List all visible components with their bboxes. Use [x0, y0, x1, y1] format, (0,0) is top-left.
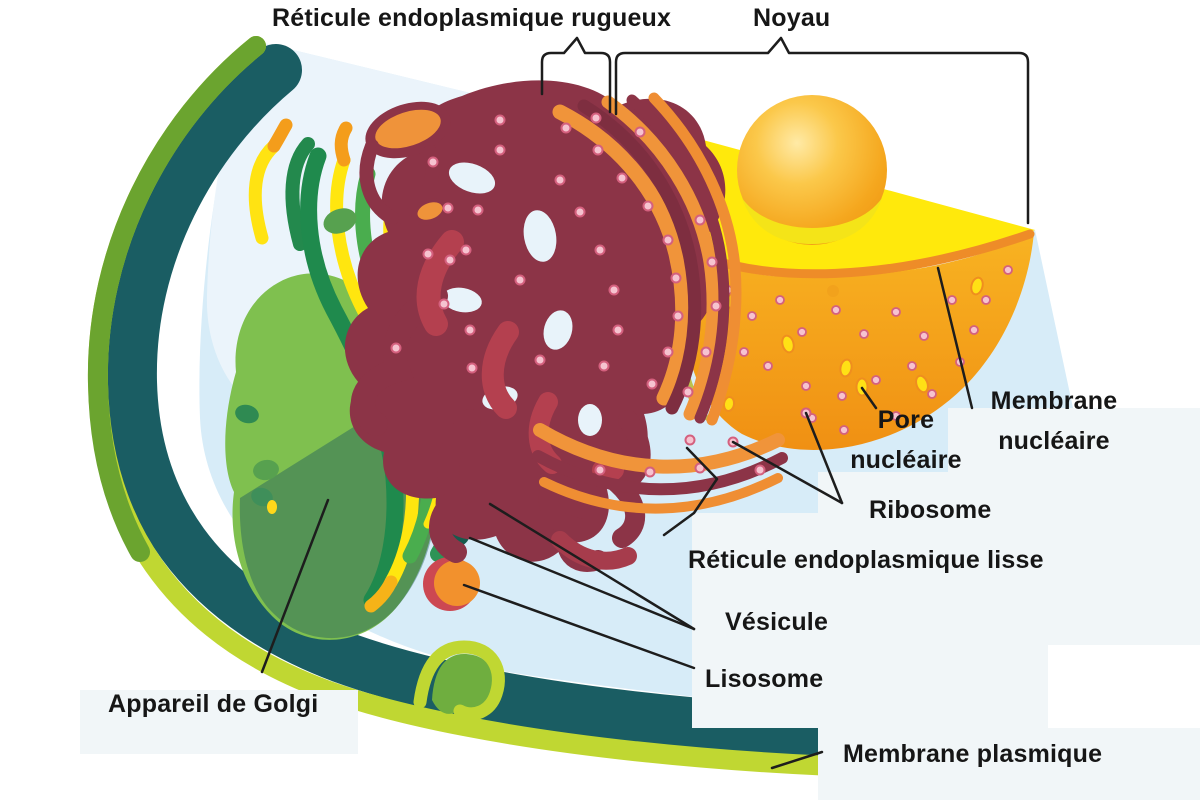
leader-smooth-er: [662, 446, 719, 537]
leader-golgi: [260, 498, 330, 674]
label-nuclear-membrane: Membrane nucléaire: [991, 381, 1118, 461]
label-nuclear-pore-line1: Pore: [877, 406, 935, 434]
bracket-rough-er: [540, 36, 612, 114]
label-panels: [80, 408, 1200, 800]
label-rough-er: Réticule endoplasmique rugueux: [272, 4, 672, 32]
leader-vesicle-1: [488, 502, 696, 631]
label-nuclear-membrane-line1: Membrane: [990, 387, 1118, 415]
label-vesicle: Vésicule: [725, 608, 829, 636]
lysosome-shape: [423, 557, 480, 611]
label-nuclear-pore: Pore nucléaire: [850, 400, 962, 480]
label-smooth-er: Réticule endoplasmique lisse: [688, 546, 1044, 574]
label-golgi: Appareil de Golgi: [108, 690, 319, 718]
leader-lines: [260, 36, 1030, 770]
ribosome-dots-er: [390, 112, 812, 478]
label-nucleus: Noyau: [753, 4, 831, 32]
label-nuclear-pore-line2: nucléaire: [850, 446, 962, 474]
label-ribosome: Ribosome: [869, 496, 992, 524]
leader-lysosome: [462, 583, 696, 670]
label-plasma-membrane: Membrane plasmique: [843, 740, 1103, 768]
leader-ribosome-1: [731, 440, 844, 505]
leader-nuclear-membrane: [936, 266, 974, 410]
nucleolus-shape: [737, 95, 887, 245]
leader-plasma-membrane: [770, 750, 824, 770]
endoplasmic-reticulum-shape: [344, 80, 812, 572]
label-nuclear-membrane-line2: nucléaire: [998, 427, 1110, 455]
leader-ribosome-2: [804, 411, 844, 505]
leader-vesicle-2: [468, 536, 696, 631]
leader-nuclear-pore: [860, 386, 878, 410]
bracket-nucleus: [614, 36, 1030, 225]
label-lysosome: Lisosome: [705, 665, 824, 693]
membrane-invagination: [413, 640, 505, 721]
